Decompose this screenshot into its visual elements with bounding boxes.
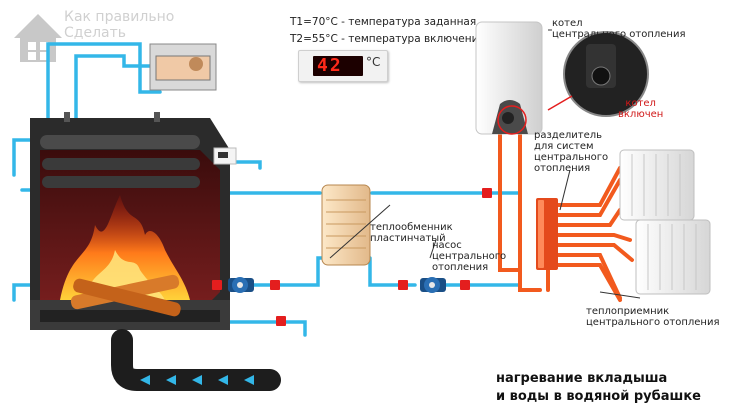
thermostat-unit: °С xyxy=(366,55,381,69)
legend-t2: Т2=55°С - температура включения насосов xyxy=(290,33,532,45)
label-heat-exchanger: теплообменник пластинчатый xyxy=(370,222,453,244)
site-name-line1: Как правильно xyxy=(64,9,175,25)
legend: Т1=70°С - температура заданная Т2=55°С -… xyxy=(290,14,532,48)
legend-t1: Т1=70°С - температура заданная xyxy=(290,16,477,28)
caption-line2: и воды в водяной рубашке xyxy=(496,389,701,404)
label-radiators: теплоприемник центрального отопления xyxy=(586,306,720,328)
plate-heat-exchanger xyxy=(321,184,371,266)
caption-line1: нагревание вкладыша xyxy=(496,371,668,386)
radiator-bottom xyxy=(635,219,711,295)
leader-lines xyxy=(329,29,641,299)
thermostat-value: 42 xyxy=(317,55,343,76)
thermostat-display: 42 °С xyxy=(298,50,388,82)
boiler-control-zoom xyxy=(497,31,649,135)
pump-right xyxy=(420,277,446,293)
label-manifold: разделитель для систем центрального отоп… xyxy=(534,130,609,174)
fireplace xyxy=(30,112,230,330)
label-boiler: котел центрального отопления xyxy=(552,18,686,40)
thermostat-lcd: 42 xyxy=(313,56,363,76)
air-duct xyxy=(111,329,281,391)
house-logo-icon xyxy=(14,14,62,62)
pump-left xyxy=(228,277,254,293)
water-tank-inset xyxy=(149,43,217,91)
site-name-line2: Сделать xyxy=(64,25,127,41)
wall-boiler xyxy=(475,21,543,135)
caption: нагревание вкладыша и воды в водяной руб… xyxy=(496,370,701,406)
valves xyxy=(212,188,492,326)
label-pump: насос центрального отопления xyxy=(432,240,507,273)
control-box-screen xyxy=(218,152,228,158)
manifold xyxy=(536,198,558,270)
radiator-top xyxy=(619,149,695,221)
label-boiler-on: котел включен xyxy=(618,98,664,120)
hot-pipes xyxy=(498,133,634,302)
